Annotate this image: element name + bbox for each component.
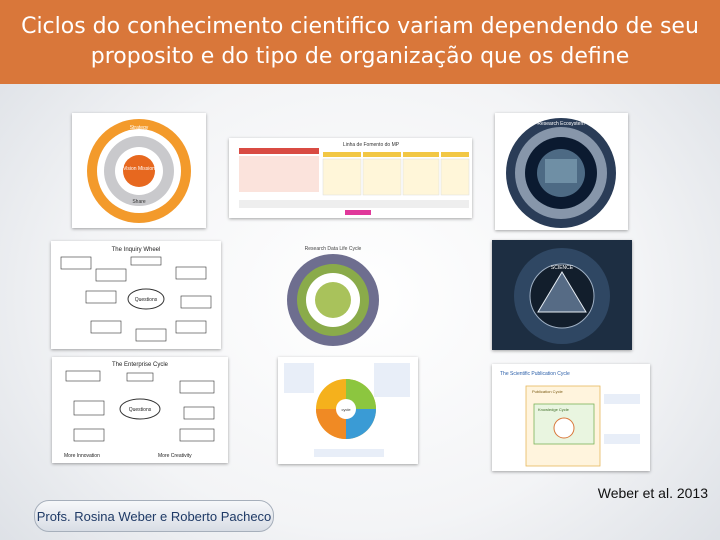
publication-box-label: Publication Cycle [532, 389, 563, 394]
more-creativity-label: More Creativity [158, 453, 192, 459]
inquiry-center: Questions [135, 297, 158, 303]
thumbnail-enterprise-cycle: The Enterprise Cycle Questions More Inno… [52, 357, 228, 463]
table-title: Linha de Fomento do MP [343, 142, 400, 148]
pyramid-label: SCIENCE [551, 265, 574, 271]
vision-label: Vision Mission [123, 166, 155, 172]
publication-title: The Scientific Publication Cycle [500, 371, 570, 377]
share-label: Share [132, 199, 146, 205]
enterprise-center: Questions [129, 407, 152, 413]
thumbnail-publication-cycle: The Scientific Publication Cycle Publica… [492, 364, 650, 471]
title-banner: Ciclos do conhecimento cientifico variam… [0, 0, 720, 84]
data-cycle-label: Research Data Life Cycle [305, 246, 362, 252]
thumbnail-research-ecosystem: Research Ecosystem [495, 113, 628, 230]
author-footer-pill: Profs. Rosina Weber e Roberto Pacheco [34, 500, 274, 532]
inquiry-title: The Inquiry Wheel [112, 247, 161, 253]
color-wheel-label: cycle [341, 407, 351, 412]
thumbnail-inquiry-wheel: The Inquiry Wheel Questions [51, 241, 221, 349]
strategy-label: Strategy [130, 125, 149, 131]
thumbnail-line-table: Linha de Fomento do MP [229, 138, 472, 218]
thumbnail-vision-cycle: Vision Mission Strategy Share [72, 113, 206, 228]
thumbnail-color-wheel: cycle [278, 357, 418, 464]
enterprise-title: The Enterprise Cycle [112, 362, 169, 368]
knowledge-box-label: Knowledge Cycle [538, 407, 570, 412]
citation: Weber et al. 2013 [597, 485, 708, 501]
more-innovation-label: More Innovation [64, 453, 100, 459]
thumbnail-pyramid-cycle: SCIENCE [492, 240, 632, 350]
slide-title: Ciclos do conhecimento cientifico variam… [21, 14, 699, 69]
ecosystem-label: Research Ecosystem [537, 121, 584, 127]
thumbnail-data-life-cycle: Research Data Life Cycle [281, 240, 380, 348]
footer-authors: Profs. Rosina Weber e Roberto Pacheco [36, 508, 272, 524]
